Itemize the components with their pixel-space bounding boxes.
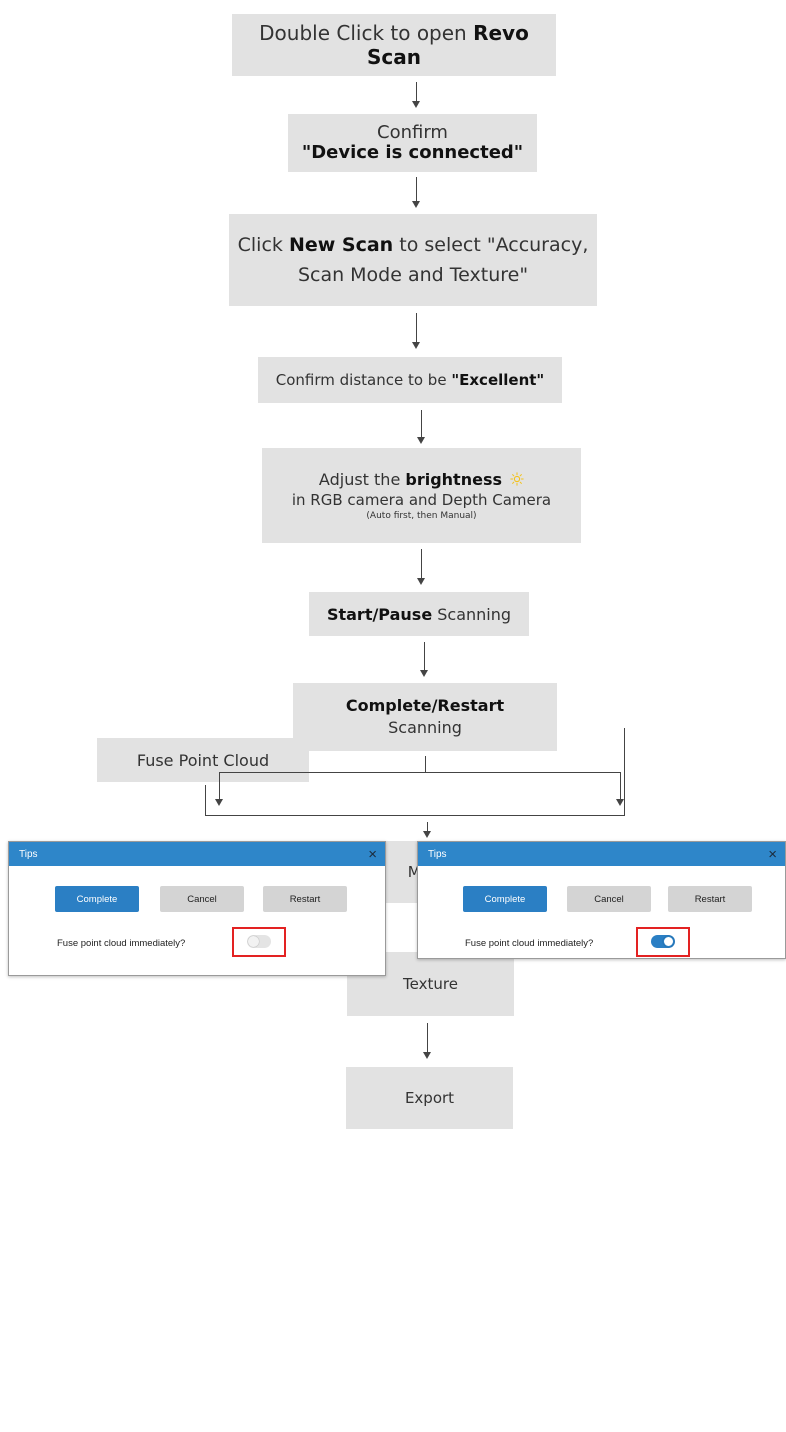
dialog-title: Tips [19,848,38,860]
close-icon[interactable]: × [768,845,777,863]
arrow-head [423,1052,431,1059]
toggle-knob [248,936,259,947]
fuse-question-label: Fuse point cloud immediately? [465,938,594,949]
connector [624,728,625,815]
dialog-header: Tips × [418,842,785,866]
connector [427,822,428,832]
step-adjust-brightness: Adjust the brightness in RGB camera and … [262,448,581,543]
step-confirm-device: Confirm "Device is connected" [288,114,537,172]
dialog-title: Tips [428,848,447,860]
step-fuse-point-cloud: Fuse Point Cloud [97,738,309,782]
sun-icon [510,471,524,486]
step-export: Export [346,1067,513,1129]
arrow-head [417,578,425,585]
tips-dialog-fuse-off: Tips × Complete Cancel Restart Fuse poin… [8,841,386,976]
fuse-toggle[interactable] [651,935,675,948]
step-new-scan: Click New Scan to select "Accuracy, Scan… [229,214,597,306]
complete-button[interactable]: Complete [463,886,547,912]
restart-button[interactable]: Restart [668,886,752,912]
connector [421,410,422,438]
highlight-frame [232,927,286,957]
arrow-head [412,101,420,108]
toggle-knob [663,936,674,947]
arrow-head [616,799,624,806]
tips-dialog-fuse-on: Tips × Complete Cancel Restart Fuse poin… [417,841,786,959]
app-name: Revo Scan [367,21,529,69]
connector [205,785,206,815]
connector [416,313,417,343]
connector [620,772,621,800]
connector [219,772,220,800]
step-confirm-distance: Confirm distance to be "Excellent" [258,357,562,403]
arrow-head [417,437,425,444]
fuse-question-label: Fuse point cloud immediately? [57,938,186,949]
step-open-revo-scan: Double Click to open Revo Scan [232,14,556,76]
fuse-toggle[interactable] [247,935,271,948]
connector [416,82,417,102]
connector [427,1023,428,1053]
arrow-head [412,201,420,208]
connector [425,756,426,772]
highlight-frame [636,927,690,957]
close-icon[interactable]: × [368,845,377,863]
cancel-button[interactable]: Cancel [160,886,244,912]
connector [421,549,422,579]
connector [424,642,425,671]
step-complete-restart: Complete/Restart Scanning [293,683,557,751]
arrow-head [215,799,223,806]
connector [205,815,625,816]
connector [416,177,417,202]
connector [219,772,621,773]
complete-button[interactable]: Complete [55,886,139,912]
cancel-button[interactable]: Cancel [567,886,651,912]
dialog-header: Tips × [9,842,385,866]
restart-button[interactable]: Restart [263,886,347,912]
step-start-pause: Start/Pause Scanning [309,592,529,636]
arrow-head [412,342,420,349]
arrow-head [423,831,431,838]
arrow-head [420,670,428,677]
